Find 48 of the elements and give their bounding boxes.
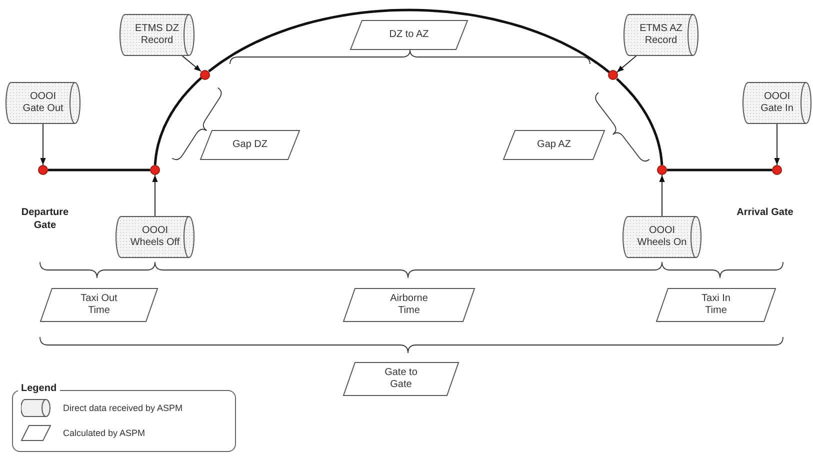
data-source-cylinder bbox=[6, 82, 80, 124]
node-label: OOOI Wheels On bbox=[636, 225, 688, 249]
gate-label: Arrival Gate bbox=[736, 206, 794, 219]
arrow bbox=[40, 124, 46, 166]
calculated-value-parallelogram bbox=[200, 130, 300, 160]
calculated-value-parallelogram bbox=[503, 130, 605, 160]
event-point bbox=[608, 70, 618, 80]
flight-path-line bbox=[154, 76, 202, 166]
node-label: OOOI Wheels Off bbox=[129, 225, 181, 249]
node-label: OOOI Gate Out bbox=[22, 91, 64, 115]
calculated-value-parallelogram bbox=[343, 362, 459, 396]
event-point bbox=[772, 165, 782, 175]
flight-path-line bbox=[667, 168, 772, 172]
node-label: ETMS DZ Record bbox=[134, 23, 180, 47]
arrow bbox=[774, 124, 780, 166]
data-source-cylinder bbox=[624, 14, 698, 56]
node-label: Taxi In Time bbox=[700, 293, 732, 317]
node-label: Gap DZ bbox=[232, 139, 268, 151]
node-label: Airborne Time bbox=[389, 293, 429, 317]
node-label: Gap AZ bbox=[537, 139, 571, 151]
calculated-value-parallelogram bbox=[40, 288, 158, 322]
node-label: DZ to AZ bbox=[389, 29, 429, 41]
flight-path-line bbox=[208, 8, 610, 74]
arrow bbox=[659, 174, 665, 216]
event-point bbox=[657, 165, 667, 175]
legend-label: Calculated by ASPM bbox=[63, 428, 146, 438]
node-label: Taxi Out Time bbox=[80, 293, 118, 317]
data-source-cylinder bbox=[743, 82, 811, 124]
node-label: OOOI Gate In bbox=[760, 91, 794, 115]
event-point bbox=[150, 165, 160, 175]
calculated-value-parallelogram bbox=[350, 20, 468, 50]
data-source-cylinder bbox=[120, 14, 194, 56]
data-source-cylinder bbox=[116, 216, 194, 258]
arrow bbox=[182, 56, 202, 72]
data-source-cylinder bbox=[623, 216, 701, 258]
flight-path-line bbox=[48, 168, 150, 172]
flight-path-line bbox=[616, 78, 664, 166]
gate-label: Departure Gate bbox=[20, 206, 70, 232]
arrow bbox=[616, 56, 637, 73]
node-label: Gate to Gate bbox=[384, 367, 418, 391]
legend-label: Direct data received by ASPM bbox=[63, 403, 183, 413]
calculated-value-parallelogram bbox=[656, 288, 776, 322]
arrow bbox=[152, 174, 158, 216]
event-point bbox=[200, 70, 210, 80]
event-point bbox=[38, 165, 48, 175]
node-label: ETMS AZ Record bbox=[638, 23, 684, 47]
calculated-value-parallelogram bbox=[343, 288, 475, 322]
legend-title: Legend bbox=[18, 383, 60, 394]
